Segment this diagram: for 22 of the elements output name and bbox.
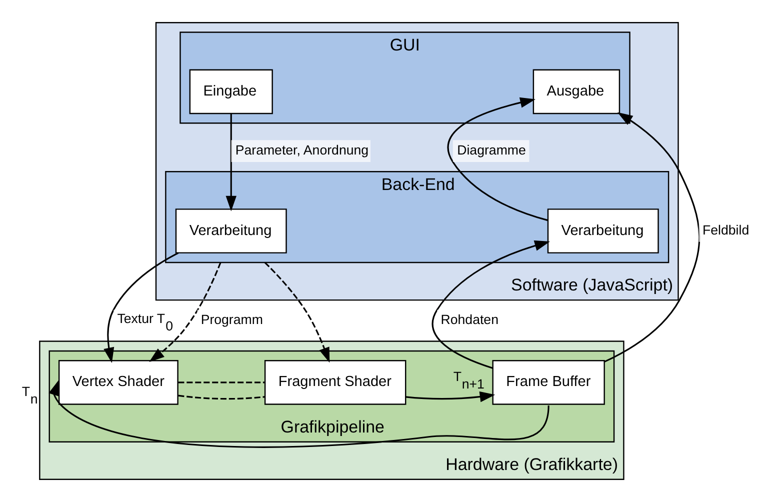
- node-box: Frame Buffer: [492, 360, 605, 405]
- connector: [178, 394, 266, 400]
- arrow: [447, 97, 548, 222]
- arrow: [264, 262, 330, 363]
- node-box: Fragment Shader: [264, 360, 406, 405]
- edge-label: Rohdaten: [440, 312, 498, 328]
- edge-label: Parameter, Anordnung: [235, 142, 369, 158]
- node-box: Ausgabe: [532, 69, 620, 114]
- node-box: Eingabe: [189, 69, 273, 114]
- arrow: [149, 262, 222, 362]
- node-box: Verarbeitung: [547, 208, 659, 254]
- arrow: [604, 112, 700, 362]
- edge-label: Programm: [200, 312, 263, 328]
- edge-label: Diagramme: [457, 142, 526, 158]
- arrow: [406, 391, 496, 402]
- node-box: Verarbeitung: [175, 208, 287, 254]
- edge-label: Feldbild: [702, 222, 750, 238]
- arrow: [48, 380, 550, 448]
- connector: [178, 382, 266, 384]
- node-box: Vertex Shader: [58, 360, 178, 405]
- arrow: [226, 114, 236, 212]
- arrow: [432, 240, 550, 369]
